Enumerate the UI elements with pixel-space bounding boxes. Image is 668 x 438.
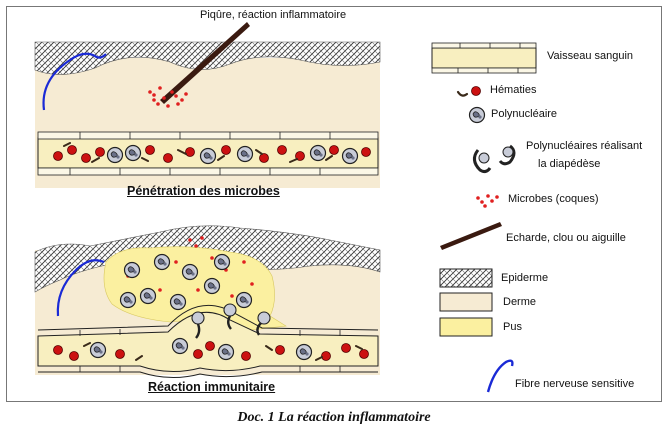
figure-caption: Doc. 1 La réaction inflammatoire (237, 410, 431, 425)
top-nerve (42, 52, 107, 111)
top-splinter (160, 22, 250, 104)
legend-rbc-label: Hématies (490, 84, 537, 96)
legend-epidermis-swatch (439, 268, 493, 288)
legend-diapedesis-icon (473, 144, 516, 174)
legend-pus-label: Pus (503, 321, 522, 333)
legend-pus-swatch (439, 317, 493, 337)
top-vessel-cells (53, 142, 371, 165)
top-panel (34, 22, 381, 188)
legend-epidermis-label: Epiderme (501, 272, 549, 284)
legend-diapedesis-label-2: la diapédèse (538, 158, 601, 170)
legend-nerve-icon (486, 359, 514, 393)
legend-pmn-icon (468, 106, 486, 124)
legend-pmn-label: Polynucléaire (491, 108, 558, 120)
legend-vessel-label: Vaisseau sanguin (547, 50, 634, 62)
legend-nerve-label: Fibre nerveuse sensitive (515, 378, 635, 390)
top-microbes (148, 86, 188, 108)
top-splinter-label: Piqûre, réaction inflammatoire (200, 9, 347, 21)
legend-splinter-label: Echarde, clou ou aiguille (506, 232, 626, 244)
legend-splinter-icon (440, 222, 502, 250)
legend-vessel-icon (431, 42, 537, 74)
bottom-vessel-cells (53, 303, 369, 361)
bottom-microbes (126, 236, 254, 298)
legend-microbes-icon (476, 194, 499, 208)
legend-dermis-label: Derme (503, 296, 537, 308)
bottom-panel-title: Réaction immunitaire (148, 380, 276, 394)
bottom-pus (103, 246, 287, 331)
legend-rbc-icon (456, 86, 481, 97)
legend-dermis-swatch (439, 292, 493, 312)
legend-diapedesis-label-1: Polynucléaires réalisant (526, 140, 643, 152)
legend-microbes-label: Microbes (coques) (508, 193, 599, 205)
top-panel-title: Pénétration des microbes (127, 184, 280, 198)
bottom-panel (34, 225, 381, 378)
bottom-nerve (56, 259, 105, 317)
